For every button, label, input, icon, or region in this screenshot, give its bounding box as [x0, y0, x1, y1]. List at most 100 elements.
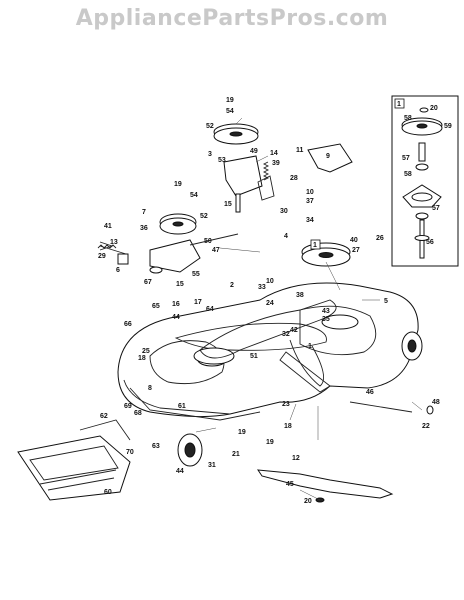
part-label: 9: [326, 153, 330, 160]
part-label: 25: [142, 348, 150, 355]
left-spindle-pulley: [193, 347, 235, 365]
part-label: 17: [194, 299, 202, 306]
part-label: 5: [384, 298, 388, 305]
part-label: 64: [206, 306, 214, 313]
part-label: 58: [404, 171, 412, 178]
part-label: 21: [232, 451, 240, 458]
part-label: 19: [266, 439, 274, 446]
part-label: 39: [272, 160, 280, 167]
part-label: 15: [176, 281, 184, 288]
part-label: 41: [104, 223, 112, 230]
left-deck-wheel: [177, 433, 203, 467]
discharge-chute: [17, 419, 131, 501]
part-label: 47: [212, 247, 220, 254]
part-number-labels: 19 54 52 53 49 14 3 39 11 9 28 10 37 30 …: [98, 97, 452, 505]
part-label: 30: [280, 208, 288, 215]
part-label: 18: [138, 355, 146, 362]
part-label: 38: [296, 292, 304, 299]
part-label: 34: [306, 217, 314, 224]
part-label: 18: [284, 423, 292, 430]
part-label: 53: [218, 157, 226, 164]
part-label: 61: [178, 403, 186, 410]
spring-28: [262, 161, 270, 181]
part-label: 46: [366, 389, 374, 396]
part-label: 56: [426, 239, 434, 246]
part-label: 1: [308, 343, 312, 350]
idler-pulley-center: [213, 123, 275, 213]
part-label: 59: [444, 123, 452, 130]
part-label: 37: [306, 198, 314, 205]
part-label: 51: [250, 353, 258, 360]
part-label: 14: [270, 150, 278, 157]
leader-lines: [195, 117, 423, 501]
part-label: 54: [226, 108, 234, 115]
mower-blade: [257, 469, 394, 499]
part-label: 33: [258, 284, 266, 291]
part-label: 4: [284, 233, 288, 240]
part-label: 23: [282, 401, 290, 408]
part-label: 40: [350, 237, 358, 244]
part-label: 67: [144, 279, 152, 286]
part-label: 29: [98, 253, 106, 260]
part-label: 69: [124, 403, 132, 410]
part-label: 60: [104, 489, 112, 496]
belt-guard-bracket: [307, 143, 353, 173]
part-label: 50: [204, 238, 212, 245]
part-label: 68: [134, 410, 142, 417]
part-label: 26: [376, 235, 384, 242]
part-label: 6: [116, 267, 120, 274]
part-label: 54: [190, 192, 198, 199]
center-spindle-pulley: 1: [301, 239, 351, 267]
part-label: 43: [322, 308, 330, 315]
part-label: 49: [250, 148, 258, 155]
part-label: 7: [142, 209, 146, 216]
idler-pulley-left: [99, 213, 239, 274]
part-label: 62: [100, 413, 108, 420]
part-label: 15: [224, 201, 232, 208]
part-label: 19: [174, 181, 182, 188]
part-label: 58: [404, 115, 412, 122]
part-label: 13: [110, 239, 118, 246]
spring-13: [97, 244, 117, 249]
deck-rod: [349, 401, 413, 413]
part-label: 20: [430, 105, 438, 112]
part-label: 52: [200, 213, 208, 220]
part-label: 24: [266, 300, 274, 307]
inset-marker-label: 1: [397, 101, 401, 108]
watermark-text: AppliancePartsPros.com: [75, 6, 389, 31]
part-label: 19: [226, 97, 234, 104]
part-label: 28: [290, 175, 298, 182]
drive-belt: [199, 299, 337, 359]
part-label: 11: [296, 147, 304, 154]
part-label: 16: [172, 301, 180, 308]
part-label: 35: [322, 316, 330, 323]
part-label: 44: [176, 468, 184, 475]
part-label: 12: [292, 455, 300, 462]
part-label: 2: [230, 282, 234, 289]
part-label: 32: [282, 331, 290, 338]
right-deck-wheel: [401, 331, 423, 361]
part-label: 22: [422, 423, 430, 430]
part-label: 44: [172, 314, 180, 321]
part-label: 45: [286, 481, 294, 488]
part-label: 10: [266, 278, 274, 285]
deck-marker-label: 1: [313, 242, 317, 249]
part-label: 27: [352, 247, 360, 254]
part-label: 57: [402, 155, 410, 162]
part-label: 8: [148, 385, 152, 392]
part-label: 10: [306, 189, 314, 196]
part-label: 65: [152, 303, 160, 310]
part-label: 55: [192, 271, 200, 278]
part-label: 36: [140, 225, 148, 232]
part-label: 63: [152, 443, 160, 450]
inset-spindle-assembly: 1: [391, 95, 459, 267]
part-label: 57: [432, 205, 440, 212]
part-label: 66: [124, 321, 132, 328]
part-label: 48: [432, 399, 440, 406]
part-label: 20: [304, 498, 312, 505]
part-label: 19: [238, 429, 246, 436]
part-label: 70: [126, 449, 134, 456]
part-label: 52: [206, 123, 214, 130]
part-label: 3: [208, 151, 212, 158]
